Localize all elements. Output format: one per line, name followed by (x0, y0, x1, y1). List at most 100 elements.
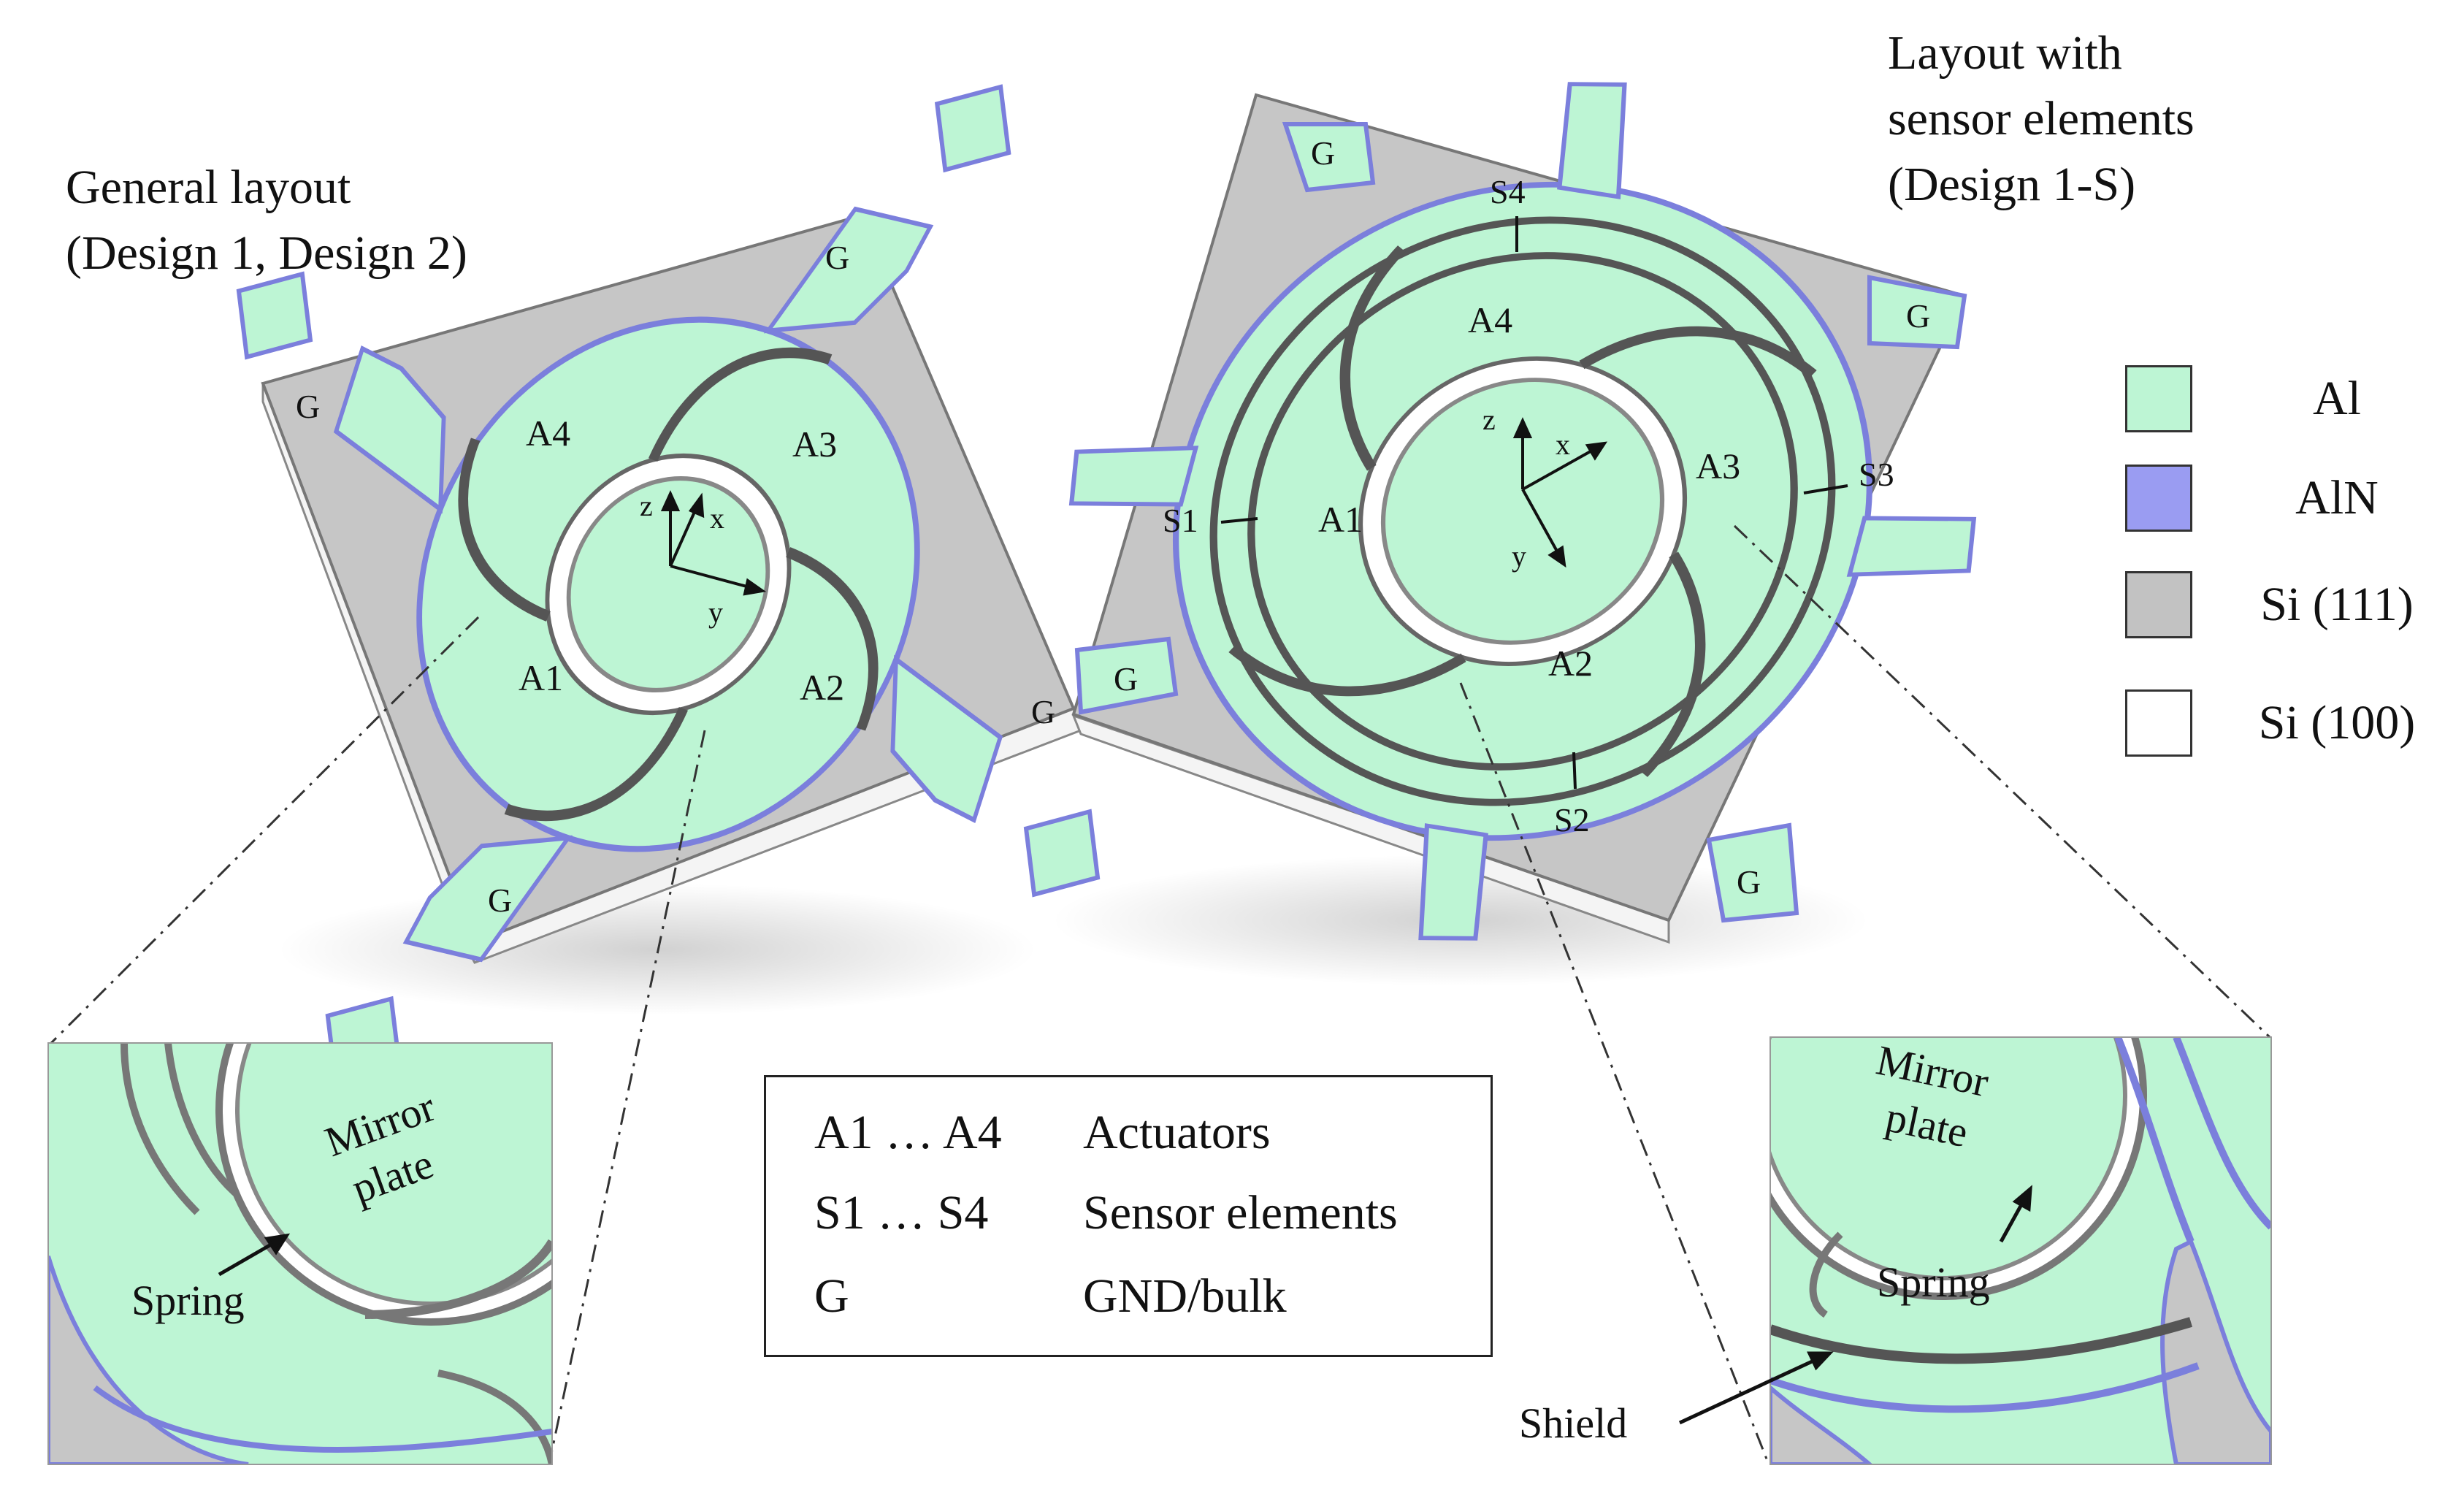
chip1-axes (660, 490, 767, 596)
zoom-right-frame (1769, 1036, 2272, 1465)
chip1: A4 A3 A1 A2 G G G G z x y (236, 84, 1101, 1085)
chip1-die (236, 84, 1101, 1085)
zoom-right-shield: Shield (1519, 1399, 1627, 1447)
key-row-actuators: A1 … A4 Actuators (814, 1096, 1472, 1169)
chip1-label-g4: G (488, 882, 512, 919)
chip2-label-s1: S1 (1163, 502, 1198, 539)
chip1-ground-pad (1023, 809, 1101, 898)
zoom-left-frame (47, 1042, 553, 1465)
zoom-right-spring-arrow (1999, 1185, 2032, 1243)
key-row-ground: G GND/bulk (814, 1260, 1472, 1333)
zoom-right (1770, 1037, 2271, 1464)
chip2-slit (1228, 644, 1466, 697)
legend-label-si111: Si (111) (2260, 578, 2414, 631)
chip1-ground-pad (934, 84, 1011, 173)
chip2-ring-gap-outer (1209, 216, 1836, 806)
legend-swatch-aln (2125, 465, 2192, 532)
key-code: S1 … S4 (814, 1186, 989, 1239)
chip2-axis-x: x (1556, 428, 1570, 461)
legend-label-si100: Si (100) (2258, 696, 2416, 749)
chip2-arm (1557, 82, 1627, 199)
caption-sensor-line2: sensor elements (1888, 92, 2195, 145)
chip2-label-s2: S2 (1554, 801, 1590, 838)
chip1-slit (648, 347, 833, 462)
chip1-label-a1: A1 (519, 657, 563, 698)
legend-item-aln: AlN (2125, 465, 2461, 538)
chip2-label-g4: G (1114, 660, 1138, 698)
chip2-sensor-leaders (1220, 216, 1848, 790)
chip2-label-s4: S4 (1490, 173, 1526, 210)
legend-swatch-si100 (2125, 689, 2192, 757)
chip1-slit (504, 707, 689, 822)
chip1-arm (333, 345, 446, 514)
chip2-arm (1068, 446, 1199, 507)
chip2-label-a1: A1 (1318, 499, 1363, 540)
chip2-label-g1: G (1311, 134, 1335, 172)
caption-sensor: Layout with sensor elements (Design 1-S) (1888, 20, 2195, 218)
key-code: G (814, 1269, 849, 1323)
legend-label-aln: AlN (2295, 471, 2379, 524)
chip1-mirror-plate (566, 475, 770, 693)
chip2-label-g3: G (1737, 863, 1761, 901)
chip2-die (1068, 82, 1977, 941)
chip1-label-g2: G (825, 239, 849, 276)
chip1-axis-y: y (708, 596, 723, 629)
abbreviation-key: A1 … A4 Actuators S1 … S4 Sensor element… (764, 1075, 1493, 1357)
chip1-slit (458, 437, 551, 622)
chip2-arm (1846, 516, 1977, 577)
chip1-axis-x: x (710, 502, 724, 535)
legend-swatch-si111 (2125, 571, 2192, 638)
key-row-sensors: S1 … S4 Sensor elements (814, 1177, 1472, 1250)
chip2-ground-pad (1074, 636, 1179, 715)
zoom-left-spring: Spring (131, 1277, 245, 1324)
chip1-label-a4: A4 (526, 413, 570, 454)
key-code: A1 … A4 (814, 1106, 1002, 1159)
chip2-label-s3: S3 (1859, 456, 1894, 493)
chip1-label-a3: A3 (792, 424, 837, 465)
chip2-label-a4: A4 (1468, 299, 1512, 340)
chip1-slit (786, 547, 879, 731)
chip2-slit (1339, 245, 1406, 471)
zoom-left-spring-arrow (218, 1233, 291, 1277)
chip1-arm (890, 654, 1003, 824)
chip2-axis-y: y (1512, 540, 1526, 573)
caption-general-line1: General layout (66, 161, 351, 214)
chip2-label-a2: A2 (1548, 643, 1593, 684)
chip2: A4 A3 A1 A2 S4 S3 S1 S2 G G G G (1068, 82, 1977, 944)
key-desc: GND/bulk (1083, 1269, 1287, 1323)
chip1-label-g3: G (1031, 693, 1055, 730)
chip2-label-g2: G (1906, 297, 1930, 335)
chip1-label-g1: G (296, 388, 320, 425)
caption-general: General layout (Design 1, Design 2) (66, 155, 467, 286)
chip1-arm (763, 206, 934, 334)
zoom-left (48, 1043, 552, 1464)
chip2-ground-pad (1282, 122, 1376, 193)
caption-general-line2: (Design 1, Design 2) (66, 226, 467, 280)
legend-label-al: Al (2313, 372, 2361, 425)
key-desc: Sensor elements (1083, 1186, 1398, 1239)
zoom-right-spring: Spring (1877, 1258, 1990, 1306)
key-desc: Actuators (1083, 1106, 1271, 1159)
chip2-slit (1579, 326, 1817, 378)
chip2-ground-pad (1706, 822, 1799, 923)
chip2-label-a3: A3 (1696, 446, 1740, 486)
chip2-axes (1512, 417, 1608, 568)
chip2-axis-z: z (1482, 403, 1496, 436)
chip1-axis-z: z (640, 489, 653, 522)
legend-item-al: Al (2125, 365, 2461, 438)
chip1-ground-pad (236, 271, 313, 360)
legend-item-si111: Si (111) (2125, 571, 2461, 644)
caption-sensor-line3: (Design 1-S) (1888, 158, 2136, 211)
zoom-leader-lines (50, 524, 2271, 1465)
legend-item-si100: Si (100) (2125, 689, 2461, 763)
zoom-right-shield-arrow (1678, 1351, 1834, 1425)
chip2-ground-pad (1867, 275, 1967, 350)
chip2-arm (1418, 823, 1488, 941)
chip1-arm (402, 835, 573, 963)
chip1-label-a2: A2 (800, 667, 844, 708)
legend-swatch-al (2125, 365, 2192, 432)
caption-sensor-line1: Layout with (1888, 26, 2122, 80)
chip2-slit (1640, 551, 1706, 777)
